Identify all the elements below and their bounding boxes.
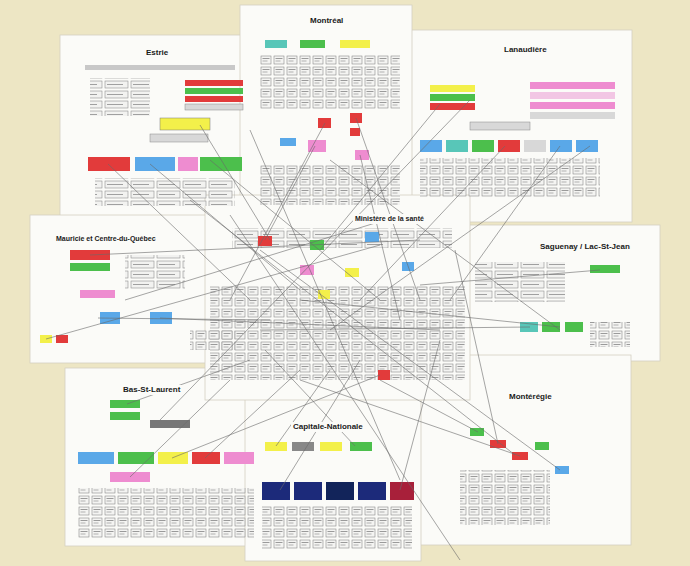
region-sheet: Mauricie et Centre-du-Québec: [30, 215, 242, 363]
region-sheet: Estrie: [60, 35, 250, 217]
sheet-title: Estrie: [144, 48, 170, 58]
region-sheet: Montréal: [240, 5, 412, 215]
sheet-title: Bas-St-Laurent: [121, 385, 182, 395]
sheet-title: Ministère de la santé: [353, 214, 426, 224]
region-sheet: Bas-St-Laurent: [65, 368, 261, 546]
sheet-title: Montréal: [308, 16, 345, 26]
region-sheet: Lanaudière: [410, 30, 632, 222]
sheet-title: Montérégie: [507, 392, 554, 402]
sheet-title: Saguenay / Lac-St-Jean: [538, 242, 632, 252]
sheet-title: Mauricie et Centre-du-Québec: [54, 234, 158, 244]
region-sheet: Capitale-Nationale: [245, 395, 421, 561]
sheet-title: Capitale-Nationale: [291, 422, 365, 432]
region-sheet: Montérégie: [415, 355, 631, 545]
region-sheet: Ministère de la santé: [205, 195, 470, 400]
sheet-title: Lanaudière: [502, 45, 549, 55]
region-sheet: Saguenay / Lac-St-Jean: [458, 225, 660, 361]
